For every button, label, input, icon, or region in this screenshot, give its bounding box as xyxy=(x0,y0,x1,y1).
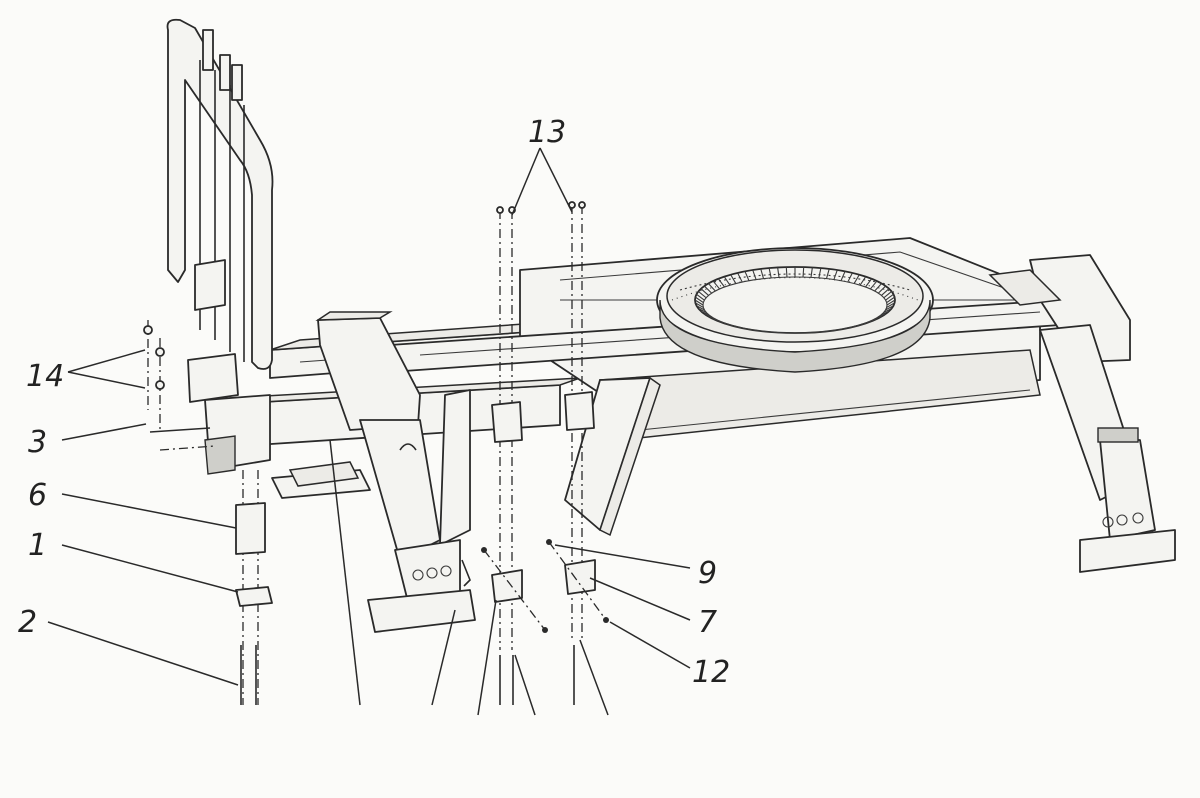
ring-tooth xyxy=(703,285,713,294)
ring-tooth xyxy=(877,285,887,294)
ring-tooth xyxy=(712,318,720,322)
front-support xyxy=(564,376,661,537)
ring-tooth xyxy=(712,280,721,290)
ring-tooth xyxy=(737,272,743,283)
ring-tooth xyxy=(802,267,805,278)
ring-tooth xyxy=(694,299,704,306)
ring-tooth xyxy=(717,278,725,288)
ring-tooth xyxy=(854,324,860,327)
ring-tooth xyxy=(886,299,896,306)
ring-tooth xyxy=(865,320,872,324)
ring-tooth xyxy=(869,280,878,290)
ring-tooth xyxy=(859,276,867,286)
ring-tooth xyxy=(698,308,707,313)
fastener-axes xyxy=(143,201,609,705)
ring-tooth xyxy=(724,322,731,326)
callout-7: 7 xyxy=(698,605,717,640)
callout-14: 14 xyxy=(26,359,64,394)
left-foot-pad xyxy=(271,461,371,499)
ring-tooth xyxy=(700,288,709,296)
center-column xyxy=(315,311,476,633)
ring-tooth xyxy=(695,296,704,304)
ring-tooth xyxy=(696,305,705,311)
ring-tooth xyxy=(708,315,716,320)
callout-labels: 14 3 6 1 2 13 9 7 12 xyxy=(18,115,730,690)
ring-tooth xyxy=(881,310,890,316)
ring-tooth xyxy=(698,291,707,299)
slewing-ring xyxy=(656,247,934,373)
guard-railing xyxy=(166,18,274,475)
ring-tooth xyxy=(840,271,846,281)
ring-tooth xyxy=(874,283,883,292)
ring-tooth xyxy=(730,274,737,284)
ring-tooth xyxy=(859,322,866,326)
ring-tooth xyxy=(883,291,892,299)
ring-tooth xyxy=(847,272,853,283)
ring-tooth xyxy=(785,267,788,278)
ring-tooth xyxy=(886,302,895,308)
ring-tooth xyxy=(810,267,813,278)
ring-tooth xyxy=(840,328,846,330)
ring-tooth xyxy=(883,308,892,313)
ring-tooth xyxy=(881,288,890,296)
ring-tooth xyxy=(700,310,709,316)
ring-tooth xyxy=(818,268,822,279)
callout-6: 6 xyxy=(28,478,47,513)
ring-tooth xyxy=(744,328,750,330)
ring-tooth xyxy=(696,293,705,301)
ring-tooth xyxy=(874,315,882,320)
ring-tooth xyxy=(853,274,860,284)
ring-tooth xyxy=(752,269,757,280)
ring-tooth xyxy=(737,326,743,329)
ring-tooth xyxy=(885,305,894,311)
ring-tooth xyxy=(707,283,716,292)
callout-3: 3 xyxy=(28,425,47,460)
callout-9: 9 xyxy=(698,556,717,591)
ring-tooth xyxy=(704,313,712,318)
ring-tooth xyxy=(885,293,894,301)
ring-tooth xyxy=(833,269,838,280)
ring-tooth xyxy=(886,296,895,304)
ring-tooth xyxy=(760,268,765,279)
ring-tooth xyxy=(847,326,853,329)
ring-tooth xyxy=(730,324,736,327)
ring-tooth xyxy=(777,267,780,278)
callout-13: 13 xyxy=(528,115,566,150)
callout-1: 1 xyxy=(28,528,47,563)
rear-console xyxy=(988,254,1176,573)
callout-2: 2 xyxy=(18,605,37,640)
ring-tooth xyxy=(744,271,750,281)
ring-tooth xyxy=(865,278,873,288)
leader-lines xyxy=(47,147,691,716)
ring-tooth xyxy=(695,302,704,308)
ring-tooth xyxy=(768,268,772,279)
ring-tooth xyxy=(878,313,886,318)
callout-12: 12 xyxy=(692,655,730,690)
ring-tooth xyxy=(723,276,731,286)
ring-tooth xyxy=(825,268,830,279)
